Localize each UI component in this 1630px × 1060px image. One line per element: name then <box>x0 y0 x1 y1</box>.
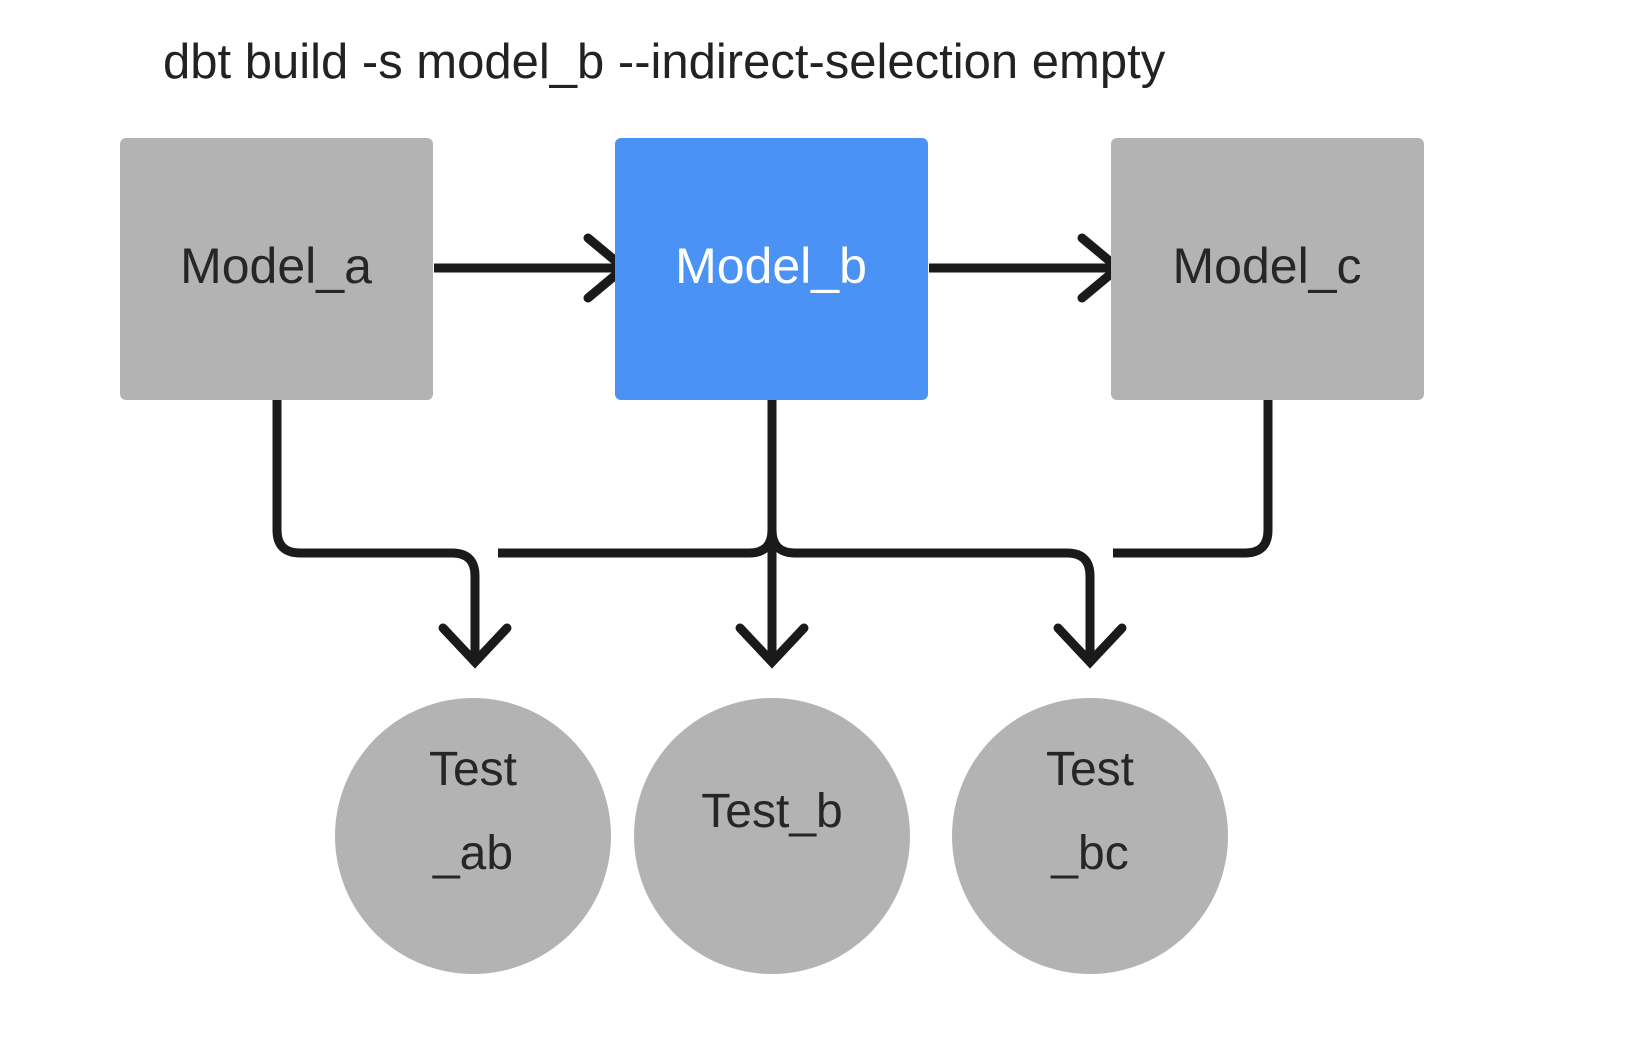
diagram-title: dbt build -s model_b --indirect-selectio… <box>163 35 1166 89</box>
edge-model-b-to-test-ab <box>498 400 777 558</box>
node-test-bc[interactable]: Test _bc <box>952 698 1228 974</box>
arrowhead-test-bc <box>1053 623 1127 669</box>
node-test-ab[interactable]: Test _ab <box>335 698 611 974</box>
arrowhead-test-ab <box>438 623 512 669</box>
model-a-label: Model_a <box>180 238 372 294</box>
model-b-label: Model_b <box>675 238 867 294</box>
model-a-box[interactable] <box>120 138 433 400</box>
test-ab-circle[interactable] <box>335 698 611 974</box>
edge-model-a-to-test-ab <box>272 400 480 660</box>
edge-model-c-to-test-bc <box>1113 400 1273 558</box>
node-model-a[interactable]: Model_a <box>120 138 433 400</box>
test-ab-label-line1: Test <box>429 743 517 796</box>
test-ab-label-line2: _ab <box>432 827 513 880</box>
node-model-c[interactable]: Model_c <box>1111 138 1424 400</box>
model-c-label: Model_c <box>1173 238 1362 294</box>
edge-layer <box>272 400 1273 669</box>
node-model-b[interactable]: Model_b <box>615 138 928 400</box>
node-test-b[interactable]: Test_b <box>634 698 910 974</box>
test-bc-label-line1: Test <box>1046 743 1134 796</box>
model-c-box[interactable] <box>1111 138 1424 400</box>
test-bc-circle[interactable] <box>952 698 1228 974</box>
arrowhead-test-b <box>735 623 809 669</box>
model-b-box[interactable] <box>615 138 928 400</box>
test-bc-label-line2: _bc <box>1050 827 1128 880</box>
edge-model-b-to-test-bc <box>767 529 1095 660</box>
test-b-circle[interactable] <box>634 698 910 974</box>
test-b-label-line1: Test_b <box>701 785 842 838</box>
